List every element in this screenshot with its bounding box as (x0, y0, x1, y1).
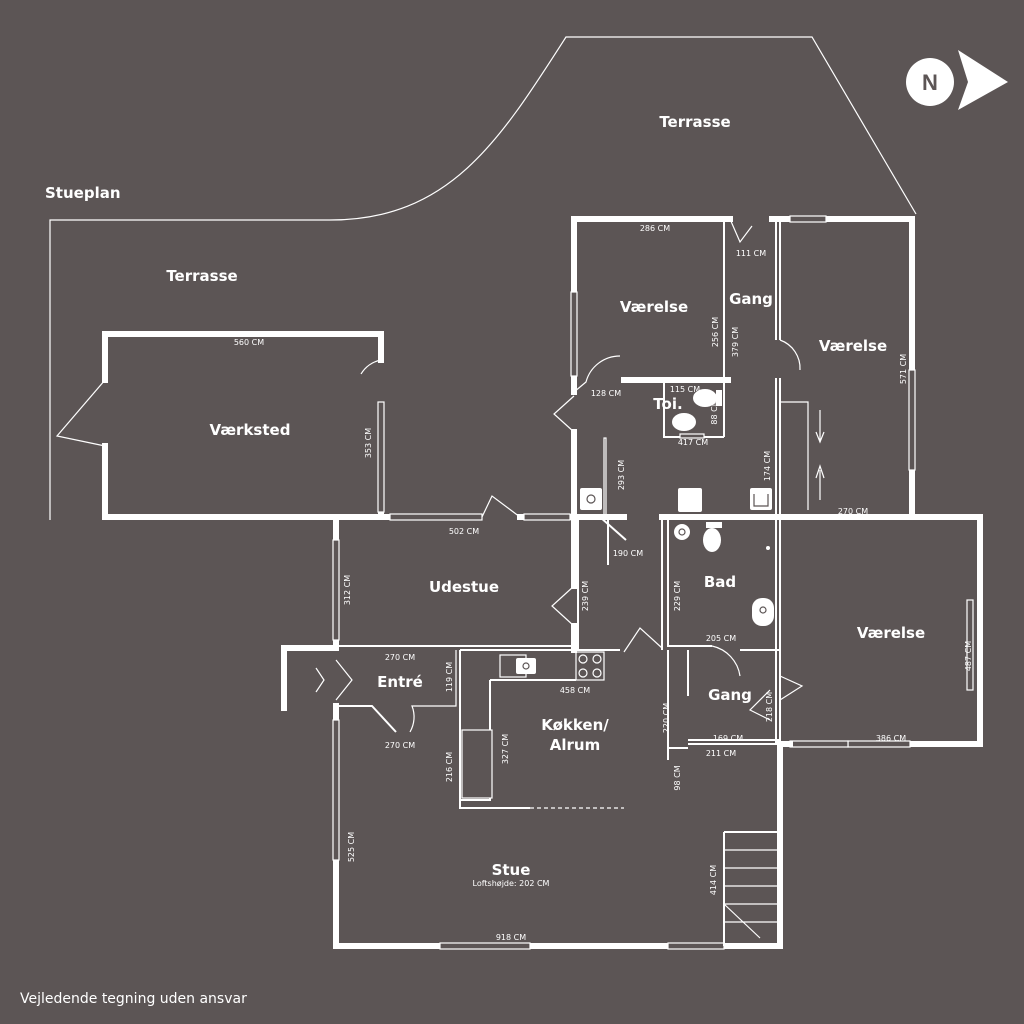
compass-letter: N (922, 70, 938, 95)
room-vaerelse-2: Værelse (819, 337, 887, 355)
room-gang-2: Gang (708, 686, 752, 704)
dim-270a: 270 CM (838, 507, 868, 516)
dim-98: 98 CM (673, 765, 682, 790)
dim-560: 560 CM (234, 338, 264, 347)
dim-353: 353 CM (364, 428, 373, 458)
dim-525: 525 CM (347, 832, 356, 862)
plan-title: Stueplan (45, 184, 121, 202)
living-walls (281, 645, 793, 950)
dim-239: 239 CM (581, 581, 590, 611)
room-koekken-line2: Alrum (550, 736, 600, 754)
dim-379: 379 CM (731, 327, 740, 357)
dim-119: 119 CM (445, 662, 454, 692)
dim-216: 216 CM (445, 752, 454, 782)
dim-218: 218 CM (765, 692, 774, 722)
room-udestue: Udestue (429, 578, 499, 596)
room-terrasse-top: Terrasse (659, 113, 730, 131)
bathroom-walls (623, 514, 983, 760)
workshop-walls (55, 331, 385, 520)
dim-174: 174 CM (763, 451, 772, 481)
dim-286: 286 CM (640, 224, 670, 233)
room-stue: Stue (492, 861, 531, 879)
stue-ceiling-height: Loftshøjde: 202 CM (473, 879, 550, 888)
dim-128: 128 CM (591, 389, 621, 398)
dim-414: 414 CM (709, 865, 718, 895)
dim-115: 115 CM (670, 385, 700, 394)
room-koekken-line1: Køkken/ (541, 716, 609, 734)
dim-487: 487 CM (964, 641, 973, 671)
fixtures (315, 389, 825, 693)
dim-386: 386 CM (876, 734, 906, 743)
dim-205: 205 CM (706, 634, 736, 643)
dim-327: 327 CM (501, 734, 510, 764)
dim-190: 190 CM (613, 549, 643, 558)
dim-918: 918 CM (496, 933, 526, 942)
dim-502: 502 CM (449, 527, 479, 536)
room-vaerelse-1: Værelse (620, 298, 688, 316)
room-vaerelse-3: Værelse (857, 624, 925, 642)
dim-312: 312 CM (343, 575, 352, 605)
dim-417: 417 CM (678, 438, 708, 447)
dim-458: 458 CM (560, 686, 590, 695)
dim-270b: 270 CM (385, 653, 415, 662)
dim-229: 229 CM (673, 581, 682, 611)
dim-220: 220 CM (662, 703, 671, 733)
dim-256: 256 CM (711, 317, 720, 347)
bedroom-wing-walls (553, 215, 916, 520)
room-vaerksted: Værksted (210, 421, 291, 439)
dim-571: 571 CM (899, 354, 908, 384)
dim-270c: 270 CM (385, 741, 415, 750)
terrace-outline (49, 36, 917, 520)
north-arrow-icon: N (906, 50, 1008, 110)
room-entre: Entré (377, 673, 423, 691)
dim-88: 88 CM (710, 399, 719, 424)
dim-293: 293 CM (617, 460, 626, 490)
dim-211: 211 CM (706, 749, 736, 758)
middle-walls (327, 495, 627, 653)
room-bad: Bad (704, 573, 736, 591)
room-terrasse-left: Terrasse (166, 267, 237, 285)
dim-169: 169 CM (713, 734, 743, 743)
room-toilet: Toi. (653, 395, 682, 413)
dim-111: 111 CM (736, 249, 766, 258)
room-gang-1: Gang (729, 290, 773, 308)
disclaimer: Vejledende tegning uden ansvar (20, 991, 247, 1007)
